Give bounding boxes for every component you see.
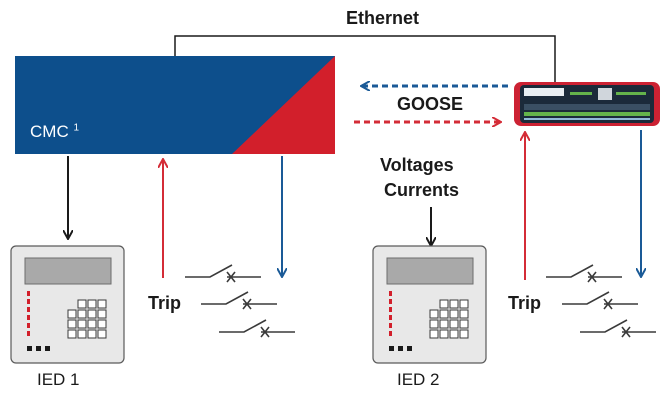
ethernet-line [174,35,556,82]
ied1-device-icon [10,245,125,364]
breaker-contacts-right-icon [546,264,656,338]
cmc-name: CMC [30,122,69,141]
ethernet-label: Ethernet [346,8,420,28]
ied1-label: IED 1 [37,370,80,389]
ied2-label: IED 2 [397,370,440,389]
io-module-icon [514,82,660,126]
cmc-footnote: 1 [73,122,80,134]
breaker-contacts-left-icon [185,264,295,338]
cmc-device [15,56,335,154]
trip-label-left: Trip [148,293,182,313]
currents-label: Currents [384,180,460,200]
goose-label: GOOSE [397,94,464,114]
cmc-label: CMC 1 [30,122,79,142]
trip-label-right: Trip [508,293,542,313]
ied2-device-icon [372,245,487,364]
voltages-label: Voltages [380,155,454,175]
